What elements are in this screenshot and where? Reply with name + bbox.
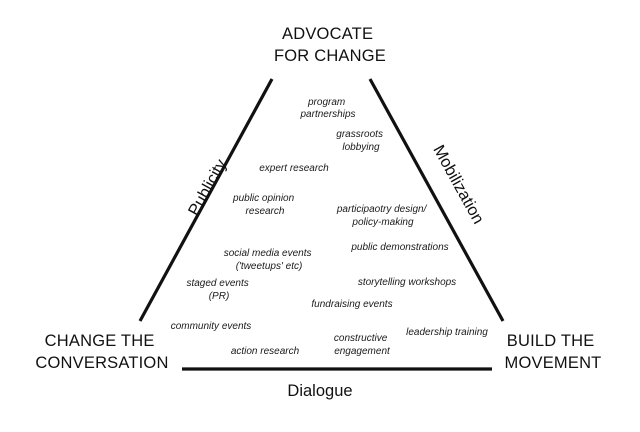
change-the-conversation-label: CHANGE THE CONVERSATION: [35, 332, 168, 372]
expert-research-item: expert research: [259, 163, 329, 174]
build-the-movement-label: BUILD THE MOVEMENT: [505, 332, 602, 372]
leadership-training-item: leadership training: [406, 327, 488, 338]
publicity-edge: [138, 78, 274, 322]
staged-events-item: staged events (PR): [186, 278, 251, 302]
grassroots-lobbying-item: grassroots lobbying: [336, 129, 385, 153]
action-research-item: action research: [231, 346, 300, 357]
community-events-item: community events: [171, 321, 252, 332]
public-demonstrations-item: public demonstrations: [350, 242, 448, 253]
participatory-design-item: participaotry design/ policy-making: [336, 204, 429, 228]
advocate-for-change-label: ADVOCATE FOR CHANGE: [274, 25, 386, 65]
constructive-engagement-item: constructive engagement: [334, 333, 391, 357]
dialogue-label: Dialogue: [287, 382, 352, 400]
public-opinion-research-item: public opinion research: [232, 193, 297, 217]
mobilization-edge: [368, 78, 505, 322]
fundraising-events-item: fundraising events: [311, 299, 392, 310]
publicity-label: Publicity: [185, 156, 231, 219]
program-partnerships-item: program partnerships: [299, 97, 355, 120]
mobilization-label: Mobilization: [429, 142, 487, 227]
storytelling-workshops-item: storytelling workshops: [358, 277, 456, 288]
social-media-events-item: social media events ('tweetups' etc): [224, 248, 315, 272]
